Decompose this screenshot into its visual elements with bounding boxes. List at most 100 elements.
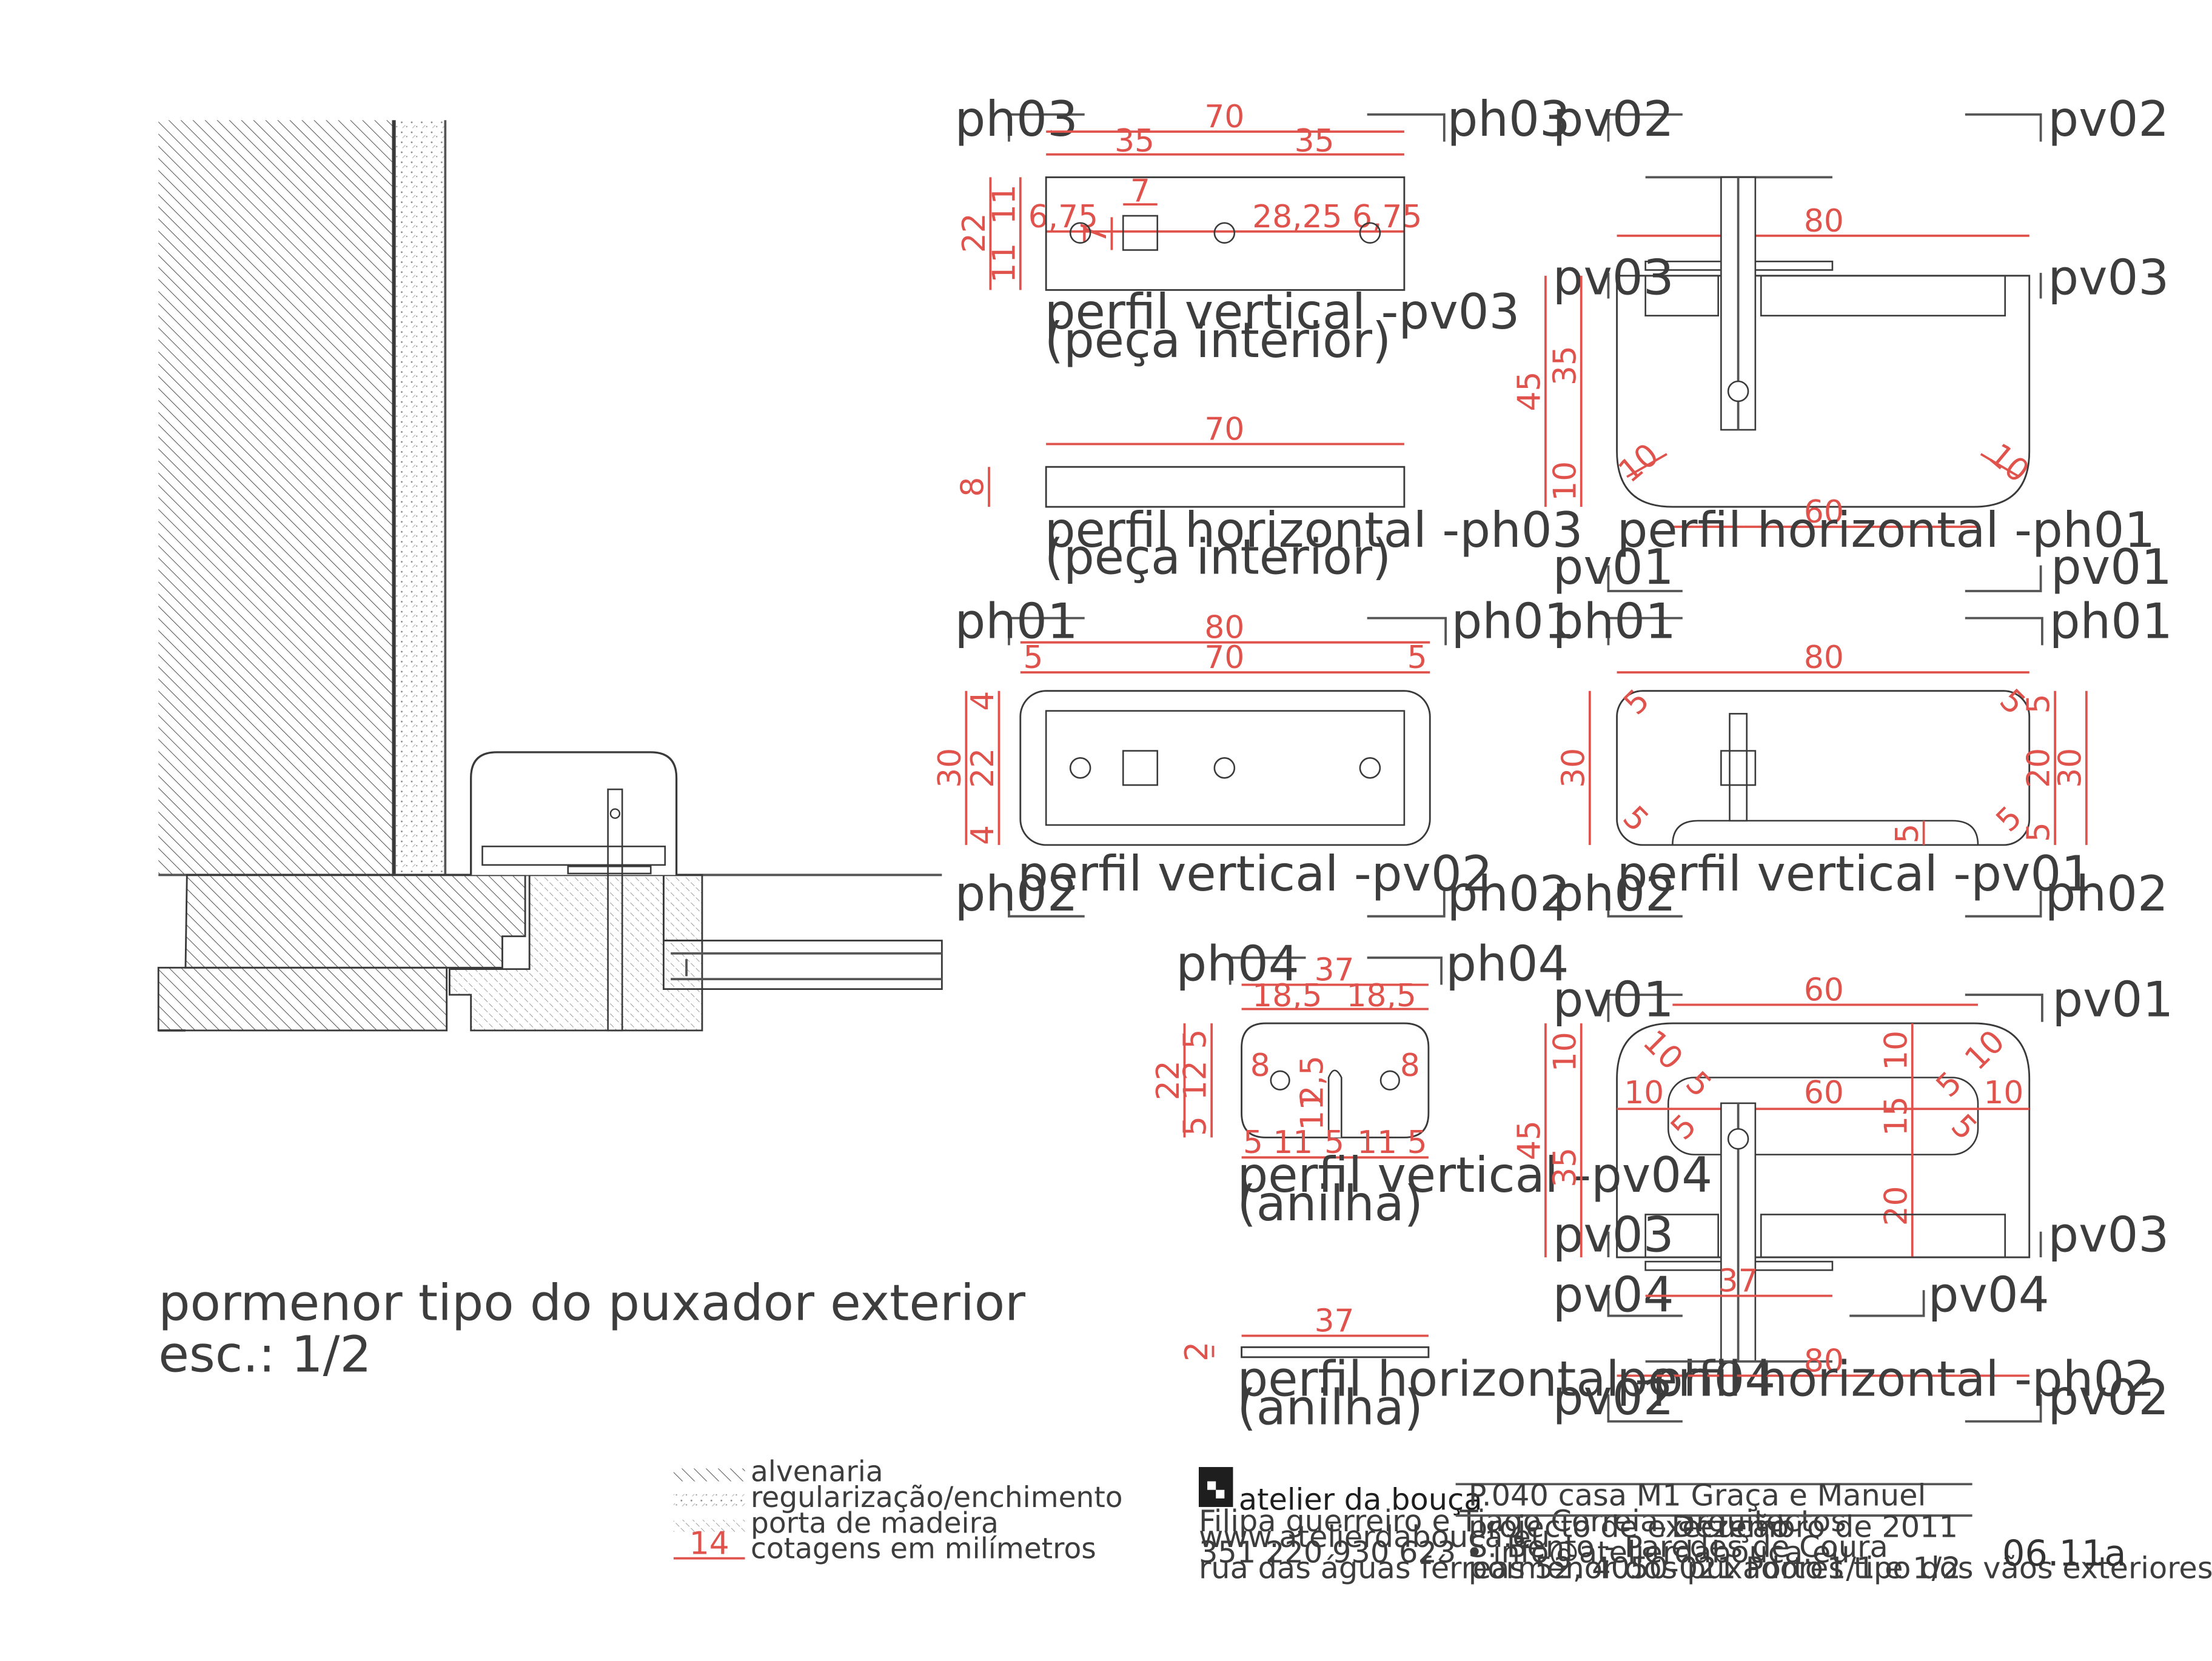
svg-text:5: 5 (2021, 693, 2057, 714)
svg-text:11: 11 (986, 184, 1022, 224)
svg-text:80: 80 (1804, 203, 1844, 239)
svg-text:5: 5 (1678, 1064, 1718, 1105)
svg-text:4: 4 (965, 691, 1001, 711)
pv03-sublabel: (peça interior) (1045, 312, 1391, 369)
svg-text:5: 5 (1929, 1064, 1969, 1105)
door-leaf-profile (662, 940, 943, 991)
view-pv02: ph01 ph01 ph02 ph02 80 5 70 5 30 4 22 4 … (932, 593, 1575, 923)
svg-text:10: 10 (1636, 1023, 1690, 1077)
svg-text:15: 15 (1878, 1096, 1914, 1136)
ph04-label: perfil horizontal -ph04 (1238, 1351, 1776, 1407)
svg-text:5: 5 (1324, 1125, 1344, 1161)
ph03-label: perfil horizontal -ph03 (1045, 502, 1583, 558)
legend-item: cotagens em milímetros (751, 1532, 1096, 1566)
svg-text:20: 20 (2021, 748, 2057, 788)
svg-text:ph01: ph01 (1553, 593, 1676, 650)
svg-text:pv04: pv04 (1928, 1266, 2049, 1323)
svg-text:10: 10 (1982, 436, 2036, 490)
legend-item: porta de madeira (751, 1506, 999, 1540)
svg-text:2: 2 (1179, 1342, 1215, 1362)
svg-text:rua das águas férreas 52, 4050: rua das águas férreas 52, 4050-021 Porto (1199, 1551, 1823, 1586)
ph01-label: perfil horizontal -ph01 (1617, 502, 2156, 558)
svg-text:4: 4 (965, 825, 1001, 845)
svg-text:pv02: pv02 (2048, 1369, 2169, 1426)
svg-text:10: 10 (1624, 1075, 1664, 1111)
svg-text:11: 11 (1273, 1125, 1313, 1161)
svg-text:351 220 930 623 • info@atelier: 351 220 930 623 • info@atelierdabouca.eu (1199, 1535, 1850, 1570)
render-layer (395, 120, 446, 875)
legend: alvenaria regularização/enchimento porta… (673, 1455, 1123, 1566)
svg-text:pv03: pv03 (1553, 249, 1674, 306)
svg-text:22: 22 (1150, 1060, 1187, 1100)
svg-text:30: 30 (1555, 748, 1592, 788)
sheet-number: 06.11a (2002, 1532, 2126, 1574)
svg-text:pv03: pv03 (1553, 1207, 1674, 1263)
svg-text:37: 37 (1718, 1263, 1758, 1300)
handle-rod (607, 788, 623, 1032)
svg-text:30: 30 (932, 748, 968, 788)
svg-text:8: 8 (1400, 1048, 1420, 1084)
svg-text:5: 5 (2021, 822, 2057, 842)
svg-text:ph04: ph04 (1446, 935, 1569, 992)
svg-text:6,75: 6,75 (1352, 199, 1422, 235)
svg-text:35: 35 (1114, 123, 1155, 159)
svg-text:70: 70 (1204, 640, 1244, 676)
svg-text:S. Bento - Paredes de Coura: S. Bento - Paredes de Coura (1469, 1529, 1888, 1564)
svg-text:28,25: 28,25 (1252, 199, 1342, 235)
svg-text:80: 80 (1804, 640, 1844, 676)
view-ph02: pv01 pv01 pv03 pv03 pv04 pv04 pv02 pv02 … (1511, 971, 2173, 1426)
view-ph03: 70 8 perfil horizontal -ph03 (peça inter… (955, 411, 1583, 585)
main-title: pormenor tipo do puxador exterior (158, 1275, 1025, 1332)
svg-text:pv01: pv01 (1553, 971, 1674, 1028)
firm-logo-icon (1198, 1467, 1233, 1507)
ph01-body (1616, 275, 2031, 508)
svg-text:ph01: ph01 (1452, 593, 1575, 650)
pv04-sublabel: (anilha) (1238, 1175, 1423, 1232)
svg-text:8: 8 (955, 477, 991, 497)
svg-text:5: 5 (1024, 640, 1044, 676)
svg-text:10: 10 (1547, 461, 1583, 501)
ph03-plate (1045, 466, 1406, 508)
legend-swatch-masonry (673, 1468, 745, 1482)
svg-text:22: 22 (965, 748, 1001, 788)
svg-text:ph02: ph02 (2045, 866, 2168, 922)
svg-text:37: 37 (1315, 1303, 1355, 1339)
svg-text:70: 70 (1204, 411, 1244, 447)
legend-item: alvenaria (751, 1455, 883, 1489)
ph02-label: perfil horizontal -ph02 (1617, 1351, 2156, 1407)
svg-text:ph01: ph01 (2049, 593, 2173, 650)
title-block: atelier da bouça Filipa guerreiro e Tiag… (1198, 1467, 2212, 1586)
svg-text:30: 30 (2052, 748, 2088, 788)
svg-text:45: 45 (1511, 372, 1547, 412)
svg-text:20: 20 (1878, 1186, 1914, 1226)
svg-text:10: 10 (1612, 436, 1666, 490)
view-ph04: 37 2 perfil horizontal -ph04 (anilha) (1179, 1303, 1775, 1435)
section-detail (157, 120, 943, 1032)
svg-text:pormenor dos puxadores tipo do: pormenor dos puxadores tipo dos vãos ext… (1469, 1551, 2212, 1586)
svg-text:5: 5 (1407, 640, 1427, 676)
mark-ph03-right: ph03 (1447, 91, 1570, 147)
view-ph01: pv02 pv02 pv03 pv03 pv01 pv01 80 45 35 1… (1511, 91, 2172, 595)
svg-text:Filipa guerreiro e Tiago Corre: Filipa guerreiro e Tiago Correia, arquit… (1199, 1503, 1846, 1539)
svg-text:5: 5 (1243, 1125, 1263, 1161)
legend-swatch-wood (673, 1520, 745, 1533)
svg-text:5: 5 (1889, 824, 1926, 844)
svg-text:5: 5 (1992, 682, 2033, 722)
svg-text:pv01: pv01 (2051, 539, 2172, 595)
svg-text:ph04: ph04 (1176, 935, 1299, 992)
svg-text:pv02: pv02 (1553, 1369, 1674, 1426)
masonry-wall (158, 120, 394, 875)
svg-text:pv03: pv03 (2048, 249, 2169, 306)
pv02-outer (1019, 690, 1431, 846)
ph02-body (1616, 1022, 2031, 1258)
svg-text:35: 35 (1547, 1148, 1583, 1188)
svg-text:2,5: 2,5 (1295, 1055, 1331, 1105)
svg-text:37: 37 (1315, 952, 1355, 988)
svg-text:22: 22 (956, 213, 993, 253)
drawing-date: Dezembro de 2011 (1671, 1509, 1958, 1544)
svg-text:11: 11 (1357, 1125, 1397, 1161)
view-pv04: ph04 ph04 37 18,5 18,5 22 5 12 5 8 8 2,5… (1150, 935, 1712, 1231)
svg-text:60: 60 (1804, 494, 1844, 530)
svg-text:5: 5 (1407, 1125, 1427, 1161)
